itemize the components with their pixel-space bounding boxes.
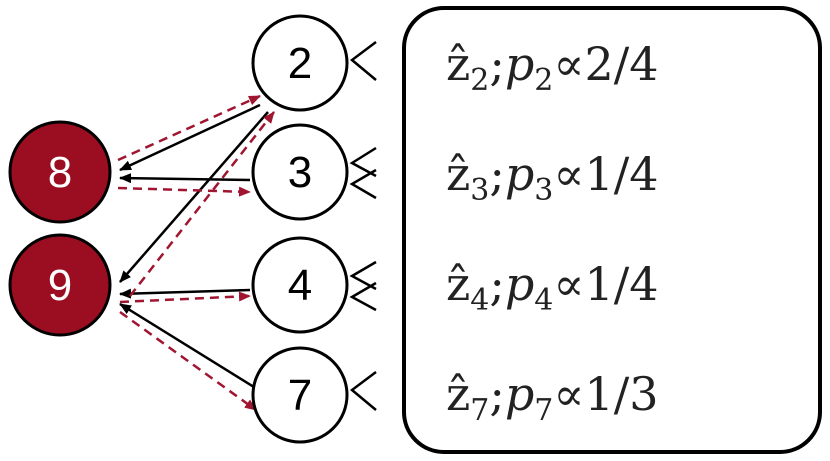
formula-box [402,6,822,454]
node-3: 3 [251,123,349,221]
node-4-label: 4 [288,261,312,310]
fork-mark-3-top [349,146,377,178]
fork-mark-4-bottom [349,281,377,312]
node-3-label: 3 [288,148,312,197]
node-8-label: 8 [48,148,72,197]
edge-2-to-9 [119,111,269,283]
fork-mark-4-top [349,260,377,291]
edge-7-to-9 [119,302,263,394]
dashed-edge-9-to-2 [129,111,275,297]
dashed-edge-8-to-3 [117,186,251,197]
dashed-edge-8-to-2 [117,94,261,162]
node-7: 7 [251,346,349,444]
node-9-label: 9 [48,261,72,310]
node-8: 8 [8,120,112,224]
edge-3-to-8 [119,173,251,184]
node-2: 2 [251,14,349,112]
dashed-edge-9-to-7 [119,310,257,412]
fork-mark-7 [349,371,377,411]
node-4: 4 [251,236,349,334]
node-7-label: 7 [288,371,312,420]
fork-mark-2 [349,41,377,81]
node-9: 9 [8,233,112,337]
formula-list: ẑ2;p2∝2/4 ẑ3;p3∝1/4 ẑ4;p4∝1/4 ẑ7;p7∝1/3 [446,37,659,428]
formula-row-2: ẑ2;p2∝2/4 [446,37,659,98]
solid-edges [119,103,269,394]
fork-mark-3-bottom [349,168,377,200]
node-2-label: 2 [288,39,312,88]
edge-2-to-8 [119,103,261,172]
formula-row-3: ẑ3;p3∝1/4 [446,147,659,208]
edge-4-to-9 [119,288,251,299]
formula-row-4: ẑ4;p4∝1/4 [446,257,659,318]
formula-row-7: ẑ7;p7∝1/3 [446,367,659,428]
dashed-edges [117,94,275,412]
dashed-edge-9-to-4 [119,291,251,304]
fork-marks [349,41,377,411]
